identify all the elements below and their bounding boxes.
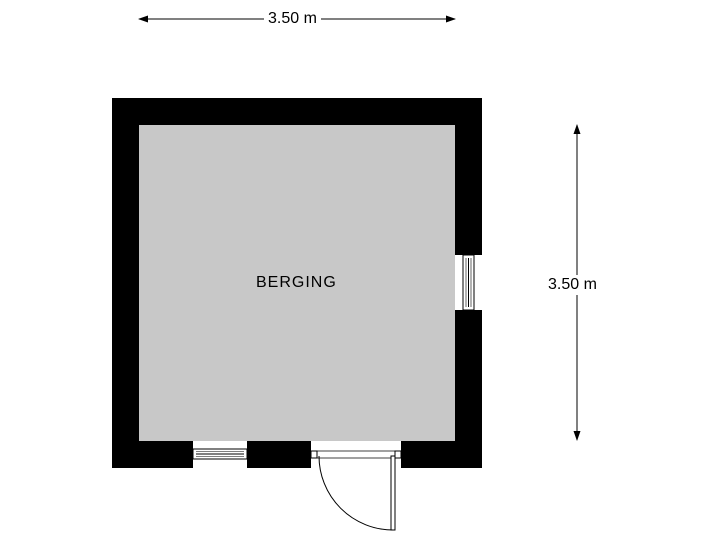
window-bottom	[192, 448, 248, 460]
window-right	[462, 254, 475, 311]
room-floor	[139, 125, 455, 441]
door	[310, 450, 402, 531]
wall-right-upper	[455, 98, 482, 255]
wall-bottom-right	[401, 441, 482, 468]
door-swing-arc	[318, 455, 394, 531]
door-leaf	[390, 455, 396, 531]
room-label: BERGING	[256, 274, 337, 291]
wall-bottom-middle	[247, 441, 311, 468]
wall-top	[112, 98, 482, 125]
width-dimension-label: 3.50 m	[264, 11, 321, 27]
height-dimension-label: 3.50 m	[548, 275, 597, 295]
wall-bottom-left	[112, 441, 193, 468]
wall-left	[112, 98, 139, 468]
